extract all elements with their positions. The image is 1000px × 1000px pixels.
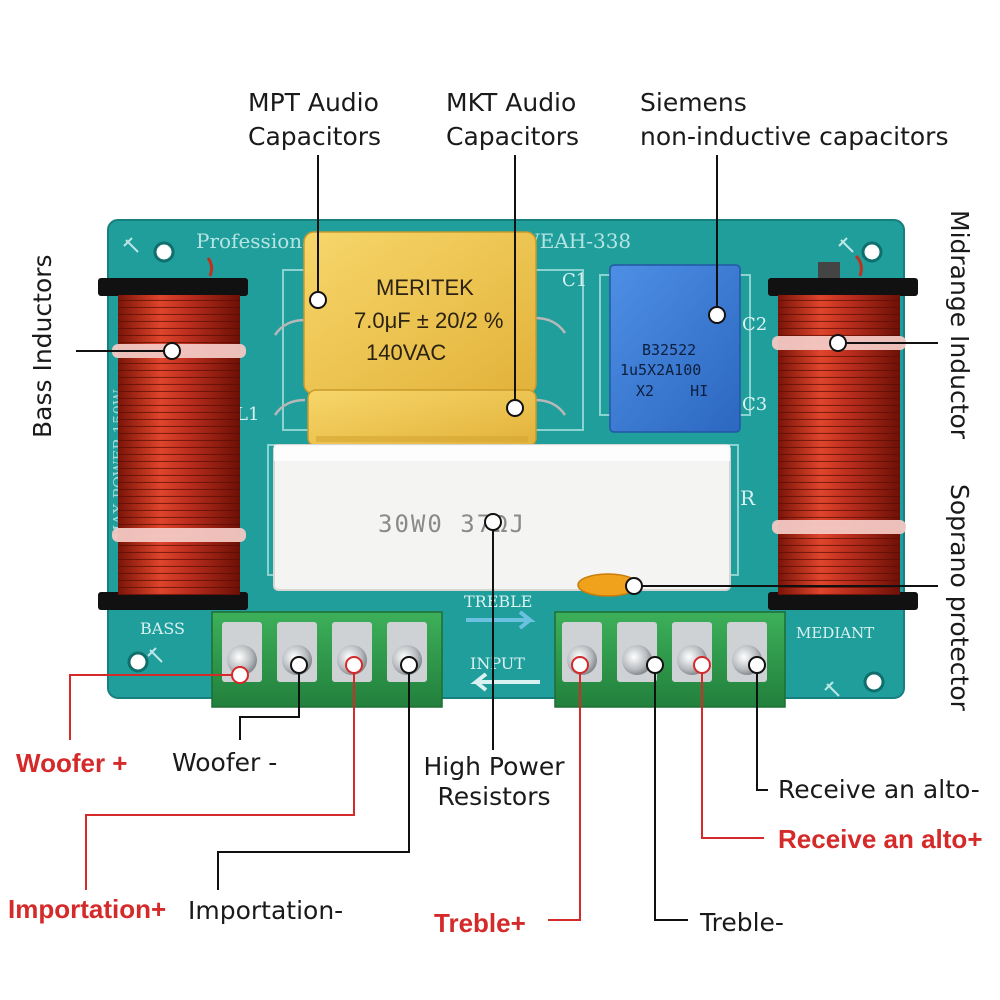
label-woofer-minus: Woofer -: [172, 748, 278, 777]
high-power-resistor: 30W0 37ΩJ: [273, 444, 731, 591]
label-mkt-line2: Capacitors: [446, 122, 580, 151]
screw-icon: [123, 237, 854, 697]
mounting-hole: [153, 241, 175, 263]
siemens-part: B32522: [642, 341, 696, 359]
label-receive-alto-plus: Receive an alto+: [778, 824, 983, 854]
callout-line-woofer-plus: [69, 674, 240, 740]
callout-line-alto-minus: [756, 665, 768, 791]
label-bass-inductors: Bass Inductors: [28, 254, 57, 438]
callout-line-importation-plus: [85, 665, 355, 890]
siemens-spec: 1u5X2A100: [620, 361, 701, 379]
callout-dots: [163, 291, 847, 684]
callout-dot-treble-minus: [646, 656, 664, 674]
label-high-power-line2: Resistors: [437, 782, 551, 811]
callout-dot-soprano: [625, 577, 643, 595]
callout-line-alto-plus: [701, 665, 764, 839]
callout-dot-bass: [163, 342, 181, 360]
label-midrange-inductor: Midrange Inductor: [945, 210, 974, 440]
input-silkscreen: INPUT: [470, 654, 525, 673]
midrange-inductor: [768, 254, 918, 610]
treble-silkscreen: TREBLE: [464, 592, 532, 611]
c2-label: C2: [742, 314, 767, 335]
callout-dot-importation-minus: [400, 656, 418, 674]
label-treble-minus: Treble-: [700, 908, 784, 937]
callout-line-woofer-minus: [239, 665, 300, 740]
terminal-block-left: [211, 611, 443, 708]
label-treble-plus: Treble+: [434, 908, 526, 938]
label-mpt-line1: MPT Audio: [248, 88, 379, 117]
callout-dot-alto-minus: [748, 656, 766, 674]
callout-lines: [69, 155, 938, 921]
mediant-silkscreen: MEDIANT: [796, 624, 874, 642]
meritek-brand: MERITEK: [376, 275, 474, 300]
mkt-capacitor: [307, 389, 537, 447]
callout-dot-midrange: [829, 334, 847, 352]
resistor-marking: 30W0 37ΩJ: [378, 510, 526, 538]
label-mkt-line1: MKT Audio: [446, 88, 577, 117]
label-receive-alto-minus: Receive an alto-: [778, 775, 980, 804]
bass-silkscreen: BASS: [140, 619, 185, 638]
mounting-hole: [861, 241, 883, 263]
callout-dot-treble-plus: [571, 656, 589, 674]
mpt-capacitor: MERITEK 7.0μF ± 20/2 % 140VAC: [303, 231, 537, 395]
callout-dot-woofer-minus: [290, 656, 308, 674]
callout-dot-importation-plus: [345, 656, 363, 674]
label-importation-minus: Importation-: [188, 896, 344, 925]
c1-label: C1: [562, 270, 587, 291]
label-soprano-protector: Soprano protector: [945, 484, 974, 711]
callout-dot-mkt: [506, 399, 524, 417]
component-leads: [273, 316, 567, 416]
callout-line-treble-minus: [654, 665, 688, 921]
callout-dot-alto-plus: [693, 656, 711, 674]
bass-inductor: [98, 257, 248, 610]
siemens-class: X2 HI: [636, 382, 708, 400]
l1-label: L1: [236, 404, 259, 425]
label-woofer-plus: Woofer +: [16, 748, 128, 778]
meritek-voltage: 140VAC: [366, 340, 446, 365]
mounting-hole: [127, 651, 149, 673]
label-siemens-line1: Siemens: [640, 88, 747, 117]
siemens-capacitor: B32522 1u5X2A100 X2 HI: [609, 264, 741, 433]
mounting-hole: [863, 671, 885, 693]
label-high-power-line1: High Power: [423, 752, 565, 781]
callout-line-treble-plus: [548, 665, 581, 921]
label-siemens-line2: non-inductive capacitors: [640, 122, 949, 151]
treble-arrow: [466, 610, 536, 630]
r-label: R: [740, 486, 756, 510]
callout-dot-resistor: [484, 513, 502, 531]
label-mpt-line2: Capacitors: [248, 122, 382, 151]
callout-line-importation-minus: [217, 665, 410, 890]
callout-dot-mpt: [309, 291, 327, 309]
callout-dot-siemens: [708, 306, 726, 324]
callout-dot-woofer-plus: [231, 666, 249, 684]
c3-label: C3: [742, 394, 767, 415]
input-arrow: [470, 672, 540, 692]
meritek-value: 7.0μF ± 20/2 %: [354, 308, 504, 333]
label-importation-plus: Importation+: [8, 894, 167, 924]
